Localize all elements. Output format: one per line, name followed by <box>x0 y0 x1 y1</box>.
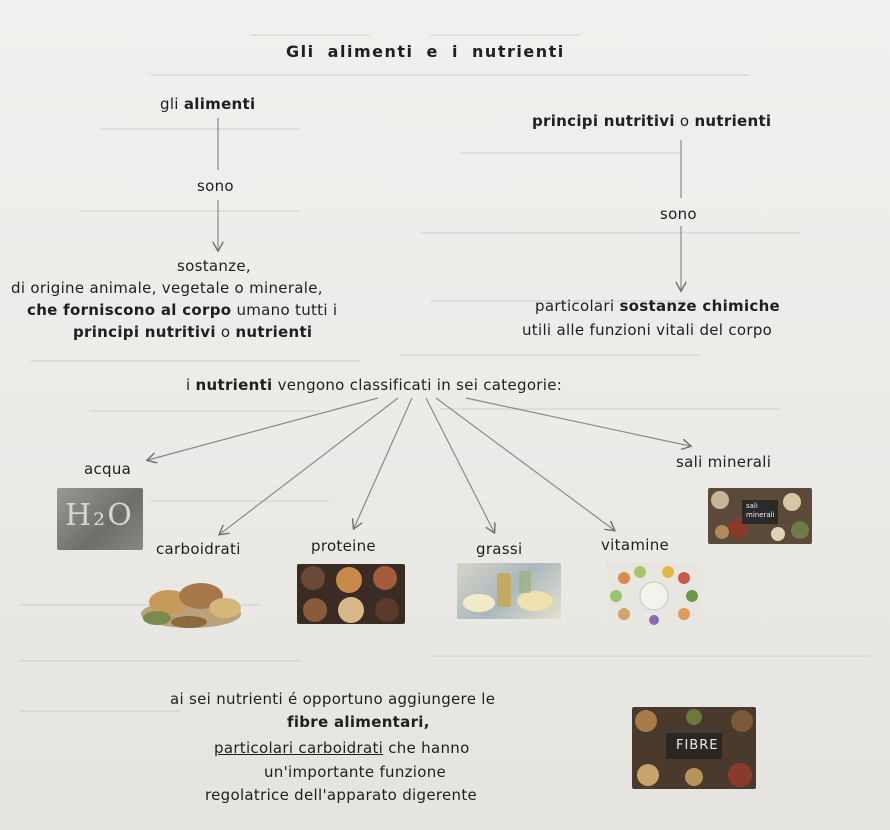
fibre-image: FIBRE <box>632 707 756 789</box>
arrow-vitamine <box>435 397 614 530</box>
left-def-line-2: di origine animale, vegetale o minerale, <box>11 279 323 297</box>
right-def-line-2: utili alle funzioni vitali del corpo <box>522 321 773 339</box>
water-h2o-image: H₂O <box>57 488 143 550</box>
arrow-sali <box>465 397 690 446</box>
classification-sentence: i nutrienti vengono classificati in sei … <box>186 376 563 394</box>
left-def-line-1: sostanze, <box>177 257 251 275</box>
category-proteine: proteine <box>311 537 376 555</box>
right-heading: principi nutritivi o nutrienti <box>532 112 772 130</box>
category-sali-minerali: sali minerali <box>676 453 772 471</box>
sali-chalkboard-text: sali minerali <box>746 502 775 519</box>
arrow-acqua <box>148 397 379 460</box>
vitamine-image <box>606 562 702 626</box>
page-title: Gli alimenti e i nutrienti <box>286 42 565 61</box>
category-vitamine: vitamine <box>601 536 670 554</box>
left-verb: sono <box>197 177 234 195</box>
category-acqua: acqua <box>84 460 132 478</box>
right-verb: sono <box>660 205 697 223</box>
arrow-grassi <box>425 397 494 532</box>
h2o-sand-text: H₂O <box>65 498 134 533</box>
category-carboidrati: carboidrati <box>156 540 241 558</box>
fibre-line-2: fibre alimentari, <box>287 713 430 731</box>
fibre-chalkboard-text: FIBRE <box>676 738 719 753</box>
sali-minerali-image: sali minerali <box>708 488 812 544</box>
grassi-image <box>457 563 561 619</box>
left-def-line-4: principi nutritivi o nutrienti <box>73 323 313 341</box>
fibre-line-4: un'importante funzione <box>264 763 447 781</box>
proteine-image <box>297 564 405 624</box>
fibre-line-3: particolari carboidrati che hanno <box>214 739 470 757</box>
right-def-line-1: particolari sostanze chimiche <box>535 297 781 315</box>
left-heading: gli alimenti <box>160 95 256 113</box>
category-grassi: grassi <box>476 540 523 558</box>
fibre-line-1: ai sei nutrienti é opportuno aggiungere … <box>170 690 496 708</box>
carboidrati-image <box>139 574 245 632</box>
arrow-proteine <box>354 397 413 528</box>
arrow-carboidrati <box>220 397 399 534</box>
left-def-line-3: che forniscono al corpo umano tutti i <box>27 301 338 319</box>
fibre-line-5: regolatrice dell'apparato digerente <box>205 786 478 804</box>
